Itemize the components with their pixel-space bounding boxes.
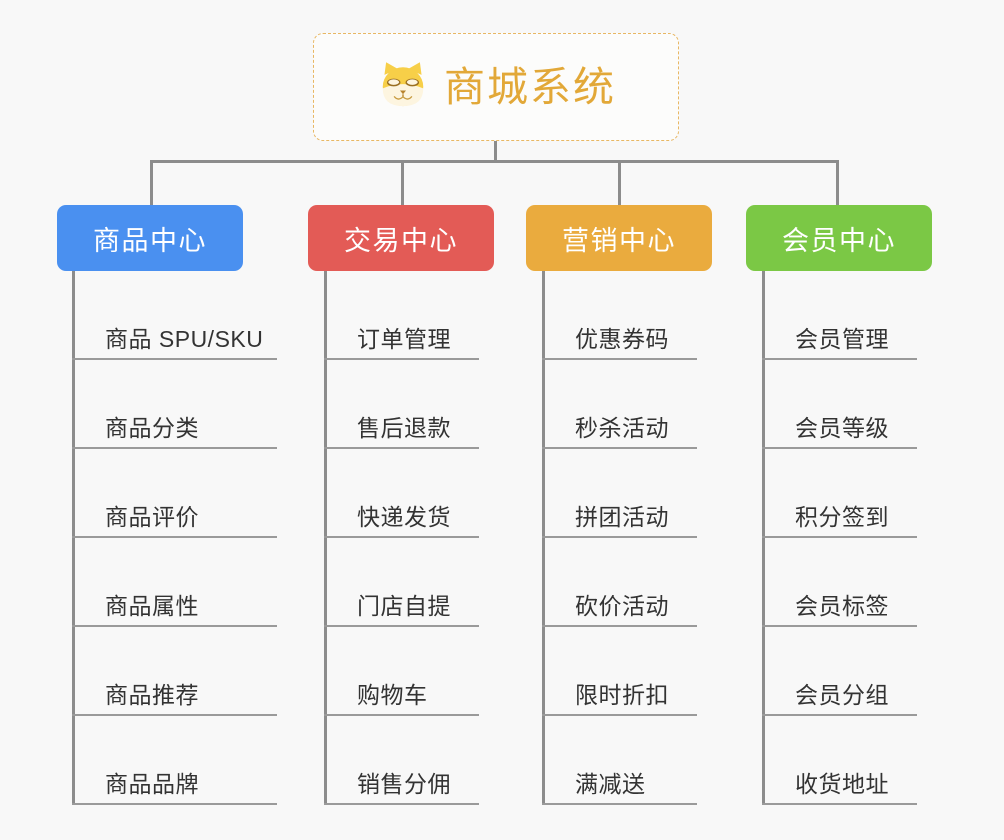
leaf-item-label: 会员管理 xyxy=(795,325,889,352)
leaf-trunk-line xyxy=(762,271,765,805)
category-box-marketing-center[interactable]: 营销中心 xyxy=(526,205,712,271)
leaf-item-label: 会员等级 xyxy=(795,414,889,441)
category-label: 会员中心 xyxy=(782,225,896,256)
category-box-trade-center[interactable]: 交易中心 xyxy=(308,205,494,271)
leaf-item[interactable]: 会员分组 xyxy=(762,627,917,716)
connector-drop-marketing-center xyxy=(618,160,621,206)
leaf-item[interactable]: 积分签到 xyxy=(762,449,917,538)
leaf-item-label: 商品推荐 xyxy=(105,681,199,708)
leaf-item-label: 满减送 xyxy=(575,770,646,797)
leaf-item[interactable]: 限时折扣 xyxy=(542,627,697,716)
leaf-item-label: 秒杀活动 xyxy=(575,414,669,441)
leaf-item[interactable]: 商品推荐 xyxy=(72,627,277,716)
leaf-column-marketing-center: 优惠券码秒杀活动拼团活动砍价活动限时折扣满减送 xyxy=(542,271,697,805)
leaf-item-label: 优惠券码 xyxy=(575,325,669,352)
leaf-item-label: 快递发货 xyxy=(357,503,451,530)
leaf-column-trade-center: 订单管理售后退款快递发货门店自提购物车销售分佣 xyxy=(324,271,479,805)
leaf-item-label: 会员标签 xyxy=(795,592,889,619)
leaf-item-label: 限时折扣 xyxy=(575,681,669,708)
leaf-item[interactable]: 商品评价 xyxy=(72,449,277,538)
leaf-column-product-center: 商品 SPU/SKU 商品分类商品评价商品属性商品推荐商品品牌 xyxy=(72,271,277,805)
leaf-item[interactable]: 秒杀活动 xyxy=(542,360,697,449)
leaf-item[interactable]: 售后退款 xyxy=(324,360,479,449)
connector-drop-trade-center xyxy=(401,160,404,206)
leaf-item[interactable]: 门店自提 xyxy=(324,538,479,627)
leaf-item[interactable]: 砍价活动 xyxy=(542,538,697,627)
leaf-item-label: 销售分佣 xyxy=(357,770,451,797)
leaf-column-member-center: 会员管理会员等级积分签到会员标签会员分组收货地址 xyxy=(762,271,917,805)
leaf-item[interactable]: 商品属性 xyxy=(72,538,277,627)
leaf-item-label: 购物车 xyxy=(357,681,428,708)
leaf-trunk-line xyxy=(542,271,545,805)
leaf-item-label: 订单管理 xyxy=(357,325,451,352)
connector-drop-product-center xyxy=(150,160,153,206)
leaf-item-label: 商品 SPU/SKU xyxy=(105,325,264,352)
category-label: 营销中心 xyxy=(562,225,676,256)
leaf-item[interactable]: 购物车 xyxy=(324,627,479,716)
leaf-item-label: 商品评价 xyxy=(105,503,199,530)
leaf-item[interactable]: 商品分类 xyxy=(72,360,277,449)
leaf-item-label: 商品品牌 xyxy=(105,770,199,797)
connector-drop-member-center xyxy=(836,160,839,206)
leaf-item[interactable]: 会员管理 xyxy=(762,271,917,360)
category-label: 交易中心 xyxy=(344,225,458,256)
connector-horizontal-bus xyxy=(150,160,839,163)
leaf-item-label: 收货地址 xyxy=(795,770,889,797)
leaf-item-label: 砍价活动 xyxy=(575,592,669,619)
leaf-item[interactable]: 拼团活动 xyxy=(542,449,697,538)
connector-root-stem xyxy=(494,141,497,162)
leaf-trunk-line xyxy=(324,271,327,805)
root-node[interactable]: 商城系统 xyxy=(313,33,679,141)
leaf-item[interactable]: 优惠券码 xyxy=(542,271,697,360)
leaf-item-label: 商品分类 xyxy=(105,414,199,441)
leaf-item[interactable]: 会员等级 xyxy=(762,360,917,449)
shiba-dog-face-icon xyxy=(376,58,430,117)
category-label: 商品中心 xyxy=(93,225,207,256)
leaf-trunk-line xyxy=(72,271,75,805)
leaf-item-label: 售后退款 xyxy=(357,414,451,441)
leaf-item[interactable]: 商品品牌 xyxy=(72,716,277,805)
leaf-item[interactable]: 商品 SPU/SKU xyxy=(72,271,277,360)
leaf-item[interactable]: 收货地址 xyxy=(762,716,917,805)
leaf-item-label: 拼团活动 xyxy=(575,503,669,530)
leaf-item[interactable]: 快递发货 xyxy=(324,449,479,538)
leaf-item[interactable]: 满减送 xyxy=(542,716,697,805)
leaf-item[interactable]: 销售分佣 xyxy=(324,716,479,805)
leaf-item-label: 门店自提 xyxy=(357,592,451,619)
category-box-member-center[interactable]: 会员中心 xyxy=(746,205,932,271)
leaf-item-label: 会员分组 xyxy=(795,681,889,708)
leaf-item-label: 积分签到 xyxy=(795,503,889,530)
leaf-item[interactable]: 会员标签 xyxy=(762,538,917,627)
root-title: 商城系统 xyxy=(444,63,616,110)
leaf-item[interactable]: 订单管理 xyxy=(324,271,479,360)
leaf-item-label: 商品属性 xyxy=(105,592,199,619)
category-box-product-center[interactable]: 商品中心 xyxy=(57,205,243,271)
